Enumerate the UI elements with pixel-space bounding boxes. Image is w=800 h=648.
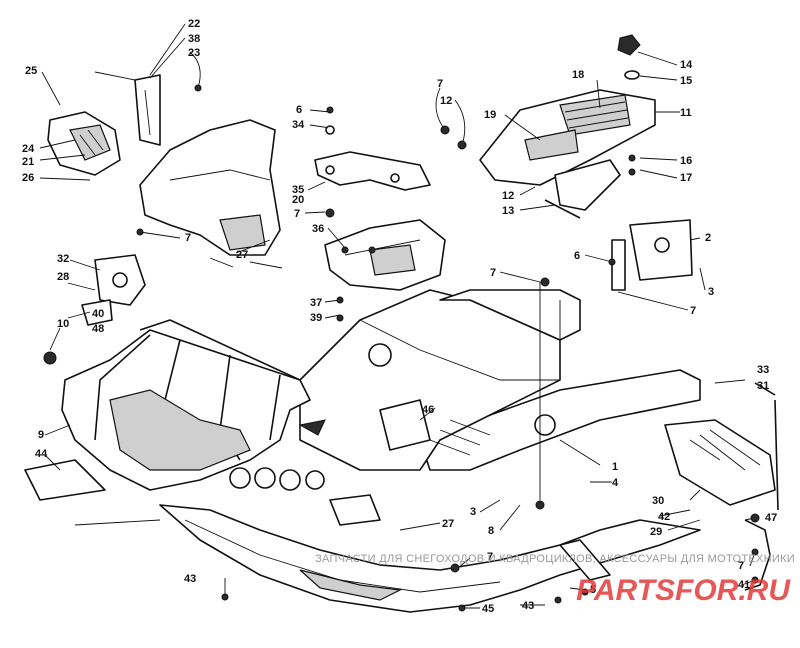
left-small-parts [24, 254, 146, 501]
callout-36: 36 [312, 223, 324, 235]
callout-48: 48 [92, 323, 104, 335]
callout-5: 5 [590, 584, 596, 596]
callout-14: 14 [680, 59, 693, 71]
callout-12b: 12 [502, 190, 514, 202]
callout-21: 21 [22, 156, 34, 168]
callout-16: 16 [680, 155, 692, 167]
callout-8: 8 [488, 525, 494, 537]
callout-42: 42 [658, 511, 670, 523]
main-frame [61, 289, 701, 613]
callout-24: 24 [22, 143, 35, 155]
callout-27b: 27 [442, 518, 454, 530]
callout-3b: 3 [470, 506, 476, 518]
callout-19: 19 [484, 109, 496, 121]
callout-45: 45 [482, 603, 494, 615]
callout-33: 33 [757, 364, 769, 376]
callout-7e: 7 [490, 267, 496, 279]
callout-40: 40 [92, 308, 104, 320]
watermark-logo: PARTSFOR.RU [576, 574, 791, 607]
callout-17: 17 [680, 172, 692, 184]
callout-12a: 12 [440, 95, 452, 107]
rear-bumper-assembly [664, 399, 779, 591]
callout-44: 44 [35, 448, 48, 460]
callout-26: 26 [22, 172, 34, 184]
upper-bracket-assembly [314, 151, 446, 291]
callout-41: 41 [738, 579, 750, 591]
callout-30: 30 [652, 495, 664, 507]
callout-10: 10 [57, 318, 69, 330]
callout-9: 9 [38, 429, 44, 441]
callout-22: 22 [188, 18, 200, 30]
leader-lines [39, 23, 756, 609]
callout-3a: 3 [708, 286, 714, 298]
callout-43b: 43 [522, 600, 534, 612]
seat-base-assembly [479, 34, 693, 291]
callout-7c: 7 [437, 78, 443, 90]
callout-43a: 43 [184, 573, 196, 585]
callout-28: 28 [57, 271, 69, 283]
callout-35: 35 [292, 184, 304, 196]
callout-18: 18 [572, 69, 584, 81]
callout-2: 2 [705, 232, 711, 244]
callout-27a: 27 [236, 249, 248, 261]
callout-6a: 6 [296, 104, 302, 116]
callout-15: 15 [680, 75, 692, 87]
callout-4: 4 [612, 477, 619, 489]
callout-1: 1 [612, 461, 618, 473]
hardware-fasteners [136, 84, 776, 612]
callout-38: 38 [188, 33, 200, 45]
callout-23: 23 [188, 47, 200, 59]
callout-20: 20 [292, 194, 304, 206]
callout-31: 31 [757, 380, 769, 392]
nose-cowl-assembly [47, 74, 281, 256]
callout-34: 34 [292, 119, 305, 131]
callout-25: 25 [25, 65, 37, 77]
callout-29: 29 [650, 526, 662, 538]
callout-7b: 7 [294, 208, 300, 220]
watermark: ЗАПЧАСТИ ДЛЯ СНЕГОХОДОВ И КВАДРОЦИКЛОВ, … [315, 553, 795, 607]
callout-6b: 6 [574, 250, 580, 262]
callout-39: 39 [310, 312, 322, 324]
watermark-caption: ЗАПЧАСТИ ДЛЯ СНЕГОХОДОВ И КВАДРОЦИКЛОВ, … [315, 553, 795, 565]
callout-11: 11 [680, 107, 692, 119]
callout-7a: 7 [185, 232, 191, 244]
callout-labels: 22 38 23 25 24 21 26 20 7 27 32 28 40 48… [22, 18, 777, 615]
callout-7g: 7 [487, 551, 493, 563]
callout-13: 13 [502, 205, 514, 217]
callout-7d: 7 [690, 305, 696, 317]
callout-37: 37 [310, 297, 322, 309]
callout-7f: 7 [738, 560, 744, 572]
callout-46: 46 [422, 404, 434, 416]
callout-47: 47 [765, 512, 777, 524]
callout-32: 32 [57, 253, 69, 265]
